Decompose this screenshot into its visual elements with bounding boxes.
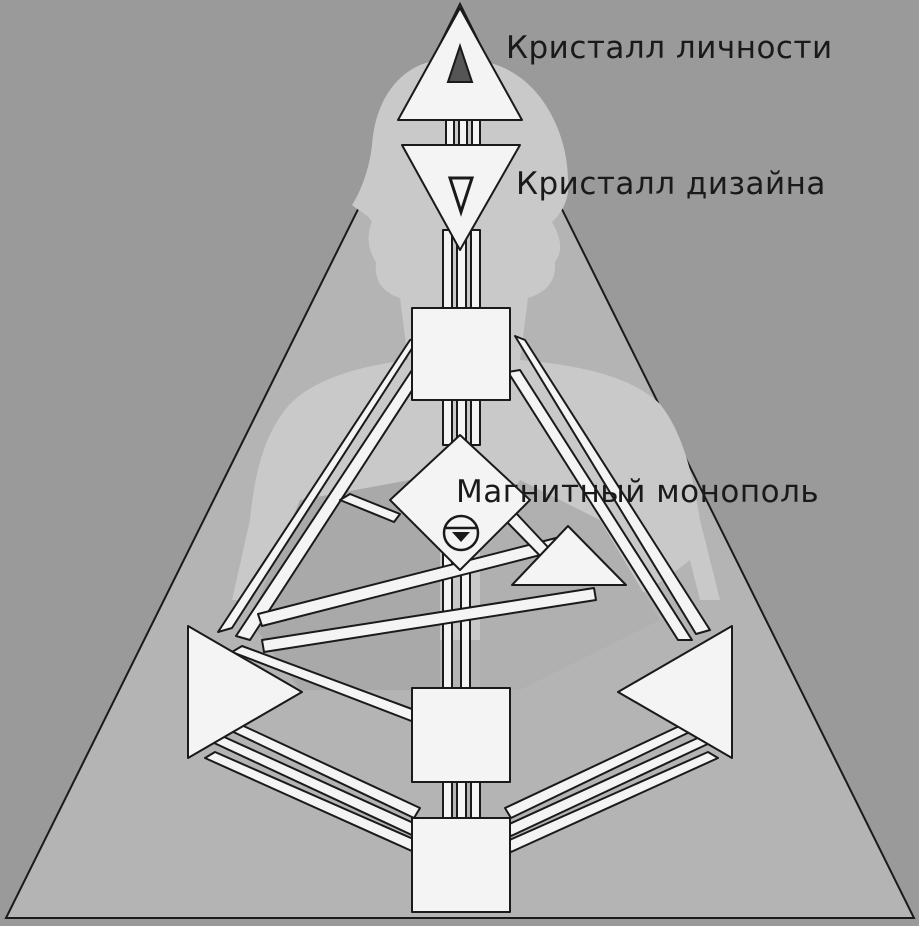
magnetic-monopole-label: Магнитный монополь (456, 474, 820, 510)
circle-with-triangle-icon (442, 514, 480, 552)
g-center (389, 434, 531, 571)
root-center (411, 817, 511, 913)
spleen-center (187, 625, 303, 759)
ajna-center (401, 144, 521, 251)
solar-plexus-center (617, 625, 733, 759)
outlined-down-triangle-icon (447, 176, 475, 217)
design-crystal-label: Кристалл дизайна (516, 166, 826, 202)
throat-center (411, 307, 511, 401)
filled-up-triangle-icon (446, 42, 474, 83)
personality-crystal-label: Кристалл личности (506, 30, 833, 66)
ego-center (511, 525, 627, 586)
sacral-center (411, 687, 511, 783)
